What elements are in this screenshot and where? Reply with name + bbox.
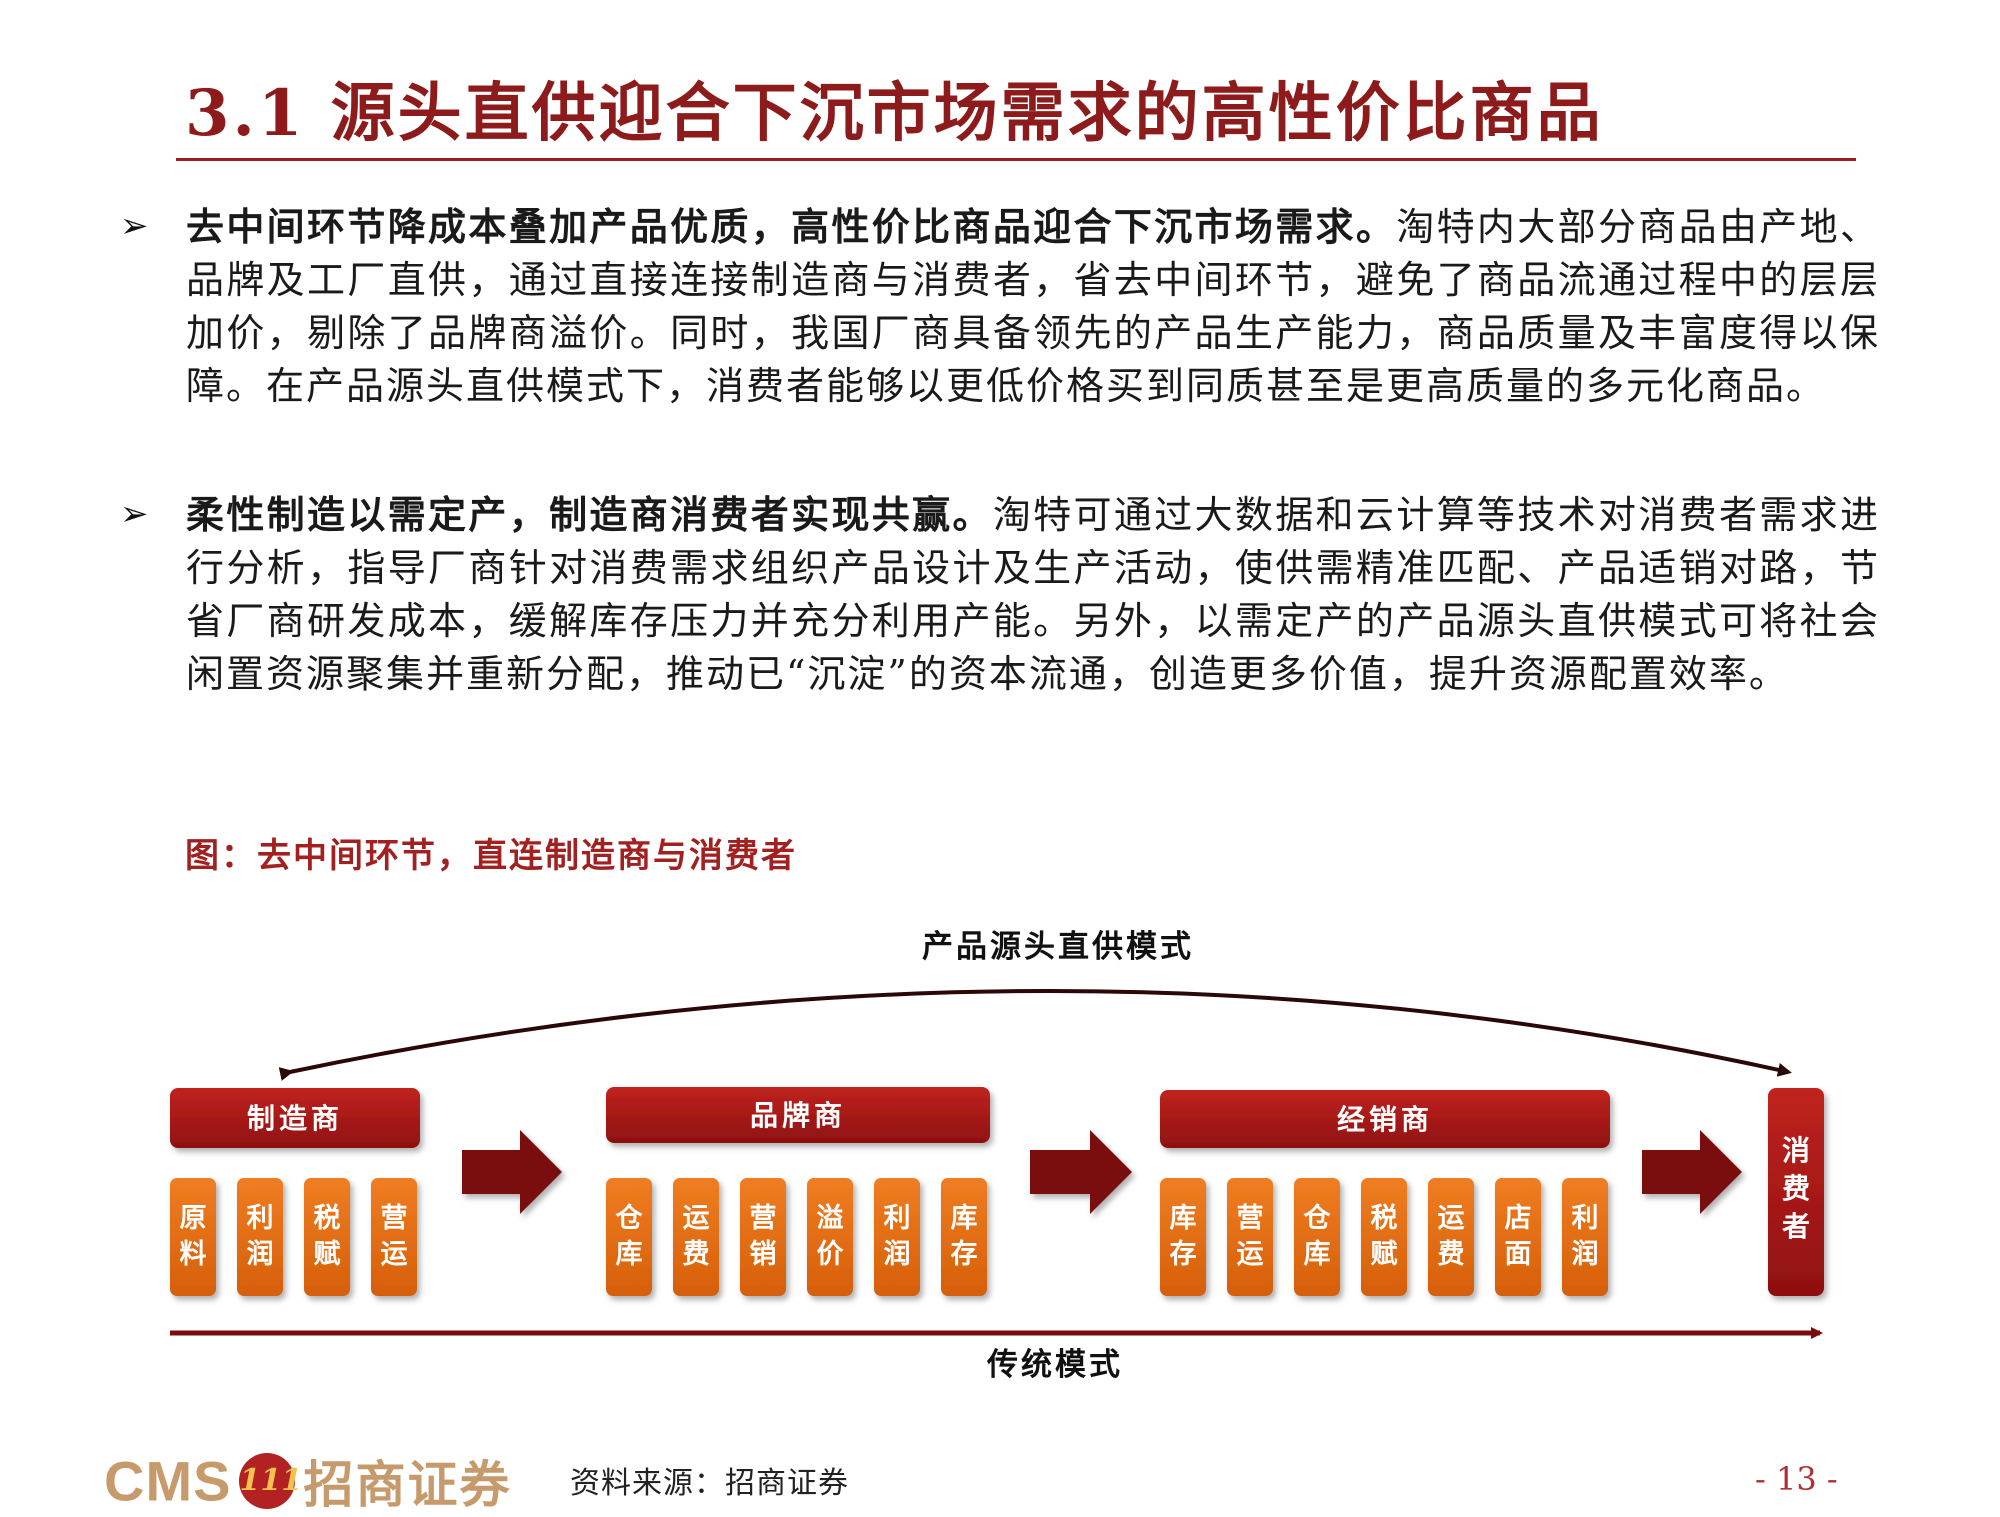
cost-item-box: [304, 1178, 350, 1296]
cost-item-label: 价: [817, 1239, 845, 1270]
cost-item-label: 运: [381, 1239, 408, 1270]
cost-item-label: 库: [951, 1203, 978, 1234]
cost-item-box: [941, 1178, 987, 1296]
cost-item-label: 料: [180, 1239, 207, 1270]
distributor-header: [1160, 1090, 1610, 1148]
cost-item-label: 运: [1237, 1239, 1264, 1270]
cost-item-label: 利: [1572, 1203, 1599, 1234]
page-number: - 13 -: [1755, 1460, 1838, 1498]
cost-item-label: 库: [1170, 1203, 1197, 1234]
cost-item-label: 运: [1438, 1203, 1465, 1234]
flow-arrow-2: [1030, 1130, 1132, 1214]
cost-item-label: 税: [314, 1203, 341, 1234]
page-title: 3.1 源头直供迎合下沉市场需求的高性价比商品: [185, 76, 1604, 151]
consumer-box: 消费者: [1768, 1088, 1824, 1296]
logo-badge-icon: 111: [239, 1453, 302, 1509]
cost-item-label: 存: [1170, 1239, 1197, 1270]
traditional-label: 传统模式: [986, 1347, 1123, 1383]
cost-item-box: [1562, 1178, 1608, 1296]
direct-supply-arc: [278, 989, 1792, 1081]
bullet-2-bold: 柔性制造以需定产，制造商消费者实现共赢。: [186, 492, 993, 537]
cost-item-box: [1428, 1178, 1474, 1296]
cost-item-label: 税: [1371, 1203, 1398, 1234]
consumer-char: 费: [1782, 1172, 1810, 1205]
manufacturer-group: 制造商 原料 利润 税赋 营运: [170, 1088, 420, 1296]
cost-item-box: [1495, 1178, 1541, 1296]
cost-item-label: 润: [247, 1238, 274, 1270]
cost-item-label: 利: [884, 1203, 911, 1234]
cost-item-box: [170, 1178, 216, 1296]
cost-item-label: 销: [750, 1239, 777, 1270]
arrow-bullet-icon: ➢: [120, 206, 149, 246]
brand-header: [606, 1087, 990, 1143]
bullet-1-bold: 去中间环节降成本叠加产品优质，高性价比商品迎合下沉市场需求。: [186, 204, 1397, 249]
consumer-char: 消: [1782, 1134, 1810, 1167]
bullet-point-2: ➢ 柔性制造以需定产，制造商消费者实现共赢。淘特可通过大数据和云计算等技术对消费…: [120, 488, 1880, 701]
manufacturer-header: [170, 1088, 420, 1148]
cost-item-label: 营: [1237, 1203, 1264, 1234]
bullet-1-text: 淘特内大部分商品由产地、品牌及工厂直供，通过直接连接制造商与消费者，省去中间环节…: [186, 205, 1880, 408]
flow-arrow-3: [1642, 1130, 1742, 1214]
cost-item-box: [807, 1178, 853, 1296]
brand-label: 品牌商: [750, 1099, 846, 1132]
cost-item-label: 营: [750, 1203, 777, 1234]
distributor-label: 经销商: [1337, 1103, 1433, 1136]
cost-item-box: [673, 1178, 719, 1296]
cost-item-label: 仓: [615, 1203, 644, 1234]
cost-item-label: 润: [1572, 1238, 1599, 1270]
cost-item-label: 库: [616, 1239, 643, 1270]
cost-item-box: [1227, 1178, 1273, 1296]
cost-item-label: 原: [180, 1203, 207, 1234]
cost-item-label: 库: [1304, 1239, 1331, 1270]
cost-item-box: [1361, 1178, 1407, 1296]
consumer-char: 者: [1782, 1210, 1810, 1243]
logo-cms-text: CMS: [104, 1449, 232, 1513]
arrow-bullet-icon: ➢: [120, 494, 149, 534]
cost-item-label: 存: [951, 1239, 978, 1270]
cost-item-label: 面: [1505, 1239, 1532, 1270]
cost-item-label: 润: [884, 1238, 911, 1270]
source-note: 资料来源：招商证券: [570, 1466, 849, 1501]
cost-item-box: [1294, 1178, 1340, 1296]
cost-item-label: 店: [1505, 1203, 1532, 1234]
bullet-2-text: 淘特可通过大数据和云计算等技术对消费者需求进行分析，指导厂商针对消费需求组织产品…: [186, 493, 1880, 696]
cost-item-label: 营: [381, 1203, 408, 1234]
direct-supply-label: 产品源头直供模式: [922, 929, 1194, 965]
cost-item-label: 利: [247, 1203, 274, 1234]
title-divider: [176, 158, 1856, 161]
flow-arrow-1: [462, 1130, 562, 1214]
consumer-label: 消费者: [1782, 1134, 1810, 1243]
cost-item-label: 仓: [1303, 1203, 1332, 1234]
bullet-point-1: ➢ 去中间环节降成本叠加产品优质，高性价比商品迎合下沉市场需求。淘特内大部分商品…: [120, 200, 1880, 413]
consumer-rect: [1768, 1088, 1824, 1296]
manufacturer-items: 原料 利润 税赋 营运: [170, 1178, 417, 1296]
cost-item-label: 费: [683, 1239, 710, 1270]
cost-item-label: 赋: [314, 1239, 341, 1270]
figure-caption: 图：去中间环节，直连制造商与消费者: [185, 836, 797, 876]
cost-item-label: 运: [683, 1203, 710, 1234]
cost-item-box: [606, 1178, 652, 1296]
cost-item-label: 费: [1438, 1239, 1465, 1270]
cost-item-label: 溢: [817, 1203, 844, 1234]
cost-item-box: [237, 1178, 283, 1296]
cost-item-label: 赋: [1371, 1239, 1398, 1270]
manufacturer-label: 制造商: [247, 1102, 343, 1135]
cost-item-box: [874, 1178, 920, 1296]
cost-item-box: [1160, 1178, 1206, 1296]
cost-item-box: [371, 1178, 417, 1296]
cost-item-box: [740, 1178, 786, 1296]
logo-company-name: 招商证券: [303, 1455, 512, 1514]
